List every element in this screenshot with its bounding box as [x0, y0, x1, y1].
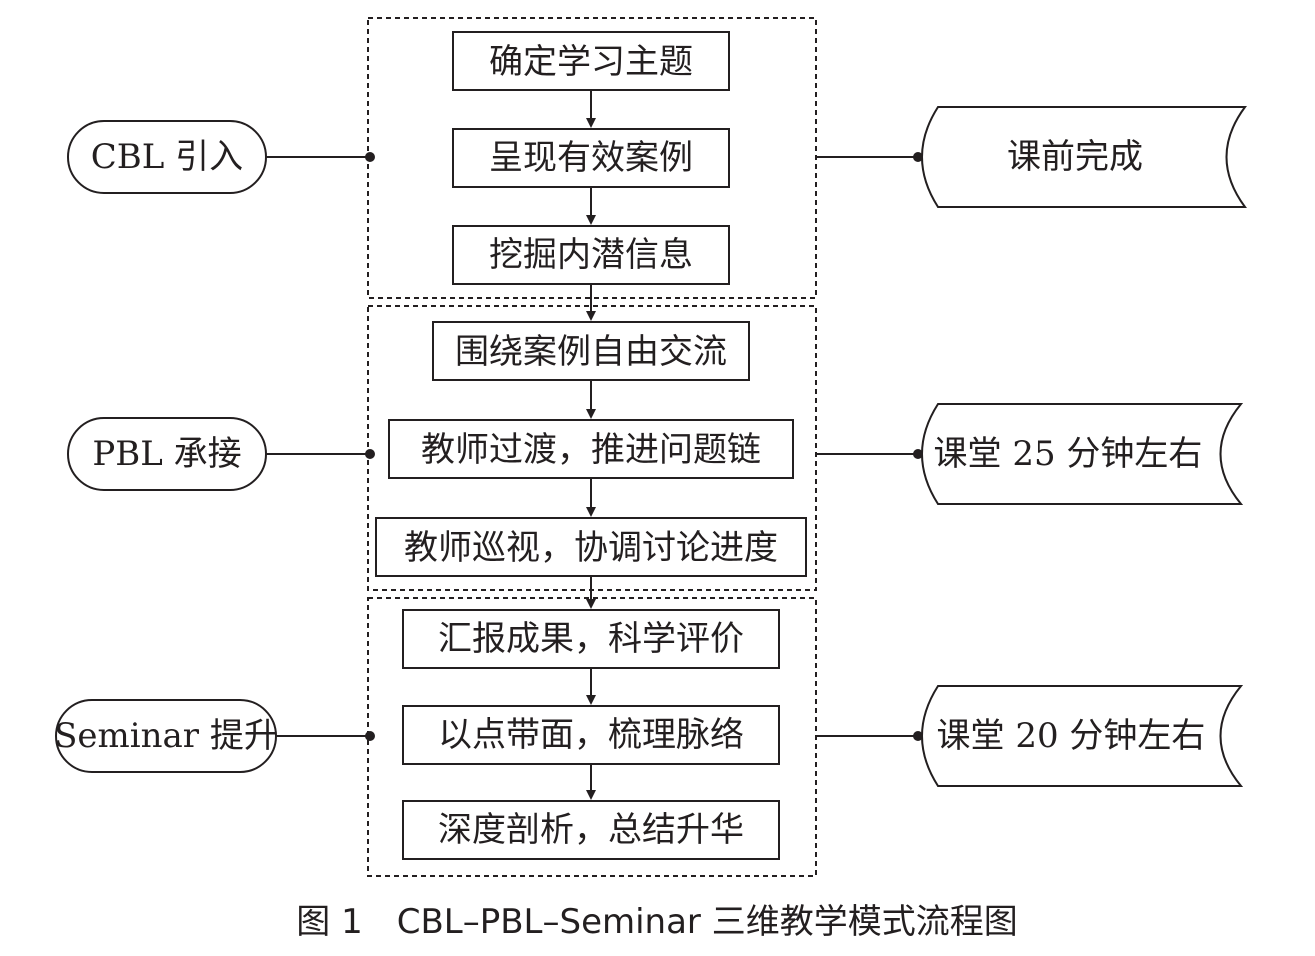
step-label: 汇报成果，科学评价: [438, 619, 744, 659]
timing-label-text: 课堂 25 分钟左右: [934, 434, 1203, 474]
stage-label-text: CBL 引入: [91, 137, 243, 177]
left-connectors: [266, 152, 375, 741]
timing-label-cbl: 课前完成: [921, 106, 1247, 208]
step-label: 围绕案例自由交流: [455, 332, 727, 372]
step-label: 确定学习主题: [489, 42, 693, 82]
figure-caption: 图 1 CBL–PBL–Seminar 三维教学模式流程图: [296, 902, 1017, 942]
step-label: 呈现有效案例: [489, 138, 693, 178]
right-connectors: [816, 152, 923, 741]
stage-label-cbl: CBL 引入: [67, 120, 267, 194]
step-label: 以点带面，梳理脉络: [438, 715, 744, 755]
step-box-2-2: 教师过渡，推进问题链: [388, 419, 794, 479]
step-box-1-3: 挖掘内潜信息: [452, 225, 730, 285]
step-label: 深度剖析，总结升华: [438, 810, 744, 850]
step-box-3-1: 汇报成果，科学评价: [402, 609, 780, 669]
stage-label-text: PBL 承接: [92, 434, 241, 474]
timing-label-pbl: 课堂 25 分钟左右: [921, 403, 1244, 505]
step-box-1-2: 呈现有效案例: [452, 128, 730, 188]
timing-label-text: 课堂 20 分钟左右: [937, 716, 1206, 756]
step-box-3-2: 以点带面，梳理脉络: [402, 705, 780, 765]
stage-label-text: Seminar 提升: [54, 716, 278, 756]
step-box-3-3: 深度剖析，总结升华: [402, 800, 780, 860]
step-label: 挖掘内潜信息: [489, 235, 693, 275]
stage-label-pbl: PBL 承接: [67, 417, 267, 491]
timing-label-seminar: 课堂 20 分钟左右: [921, 685, 1244, 787]
step-box-1-1: 确定学习主题: [452, 31, 730, 91]
timing-label-text: 课前完成: [1007, 137, 1143, 177]
step-box-2-3: 教师巡视，协调讨论进度: [375, 517, 807, 577]
stage-label-seminar: Seminar 提升: [54, 699, 278, 773]
step-box-2-1: 围绕案例自由交流: [432, 321, 750, 381]
step-label: 教师巡视，协调讨论进度: [404, 528, 778, 568]
step-label: 教师过渡，推进问题链: [421, 430, 761, 470]
